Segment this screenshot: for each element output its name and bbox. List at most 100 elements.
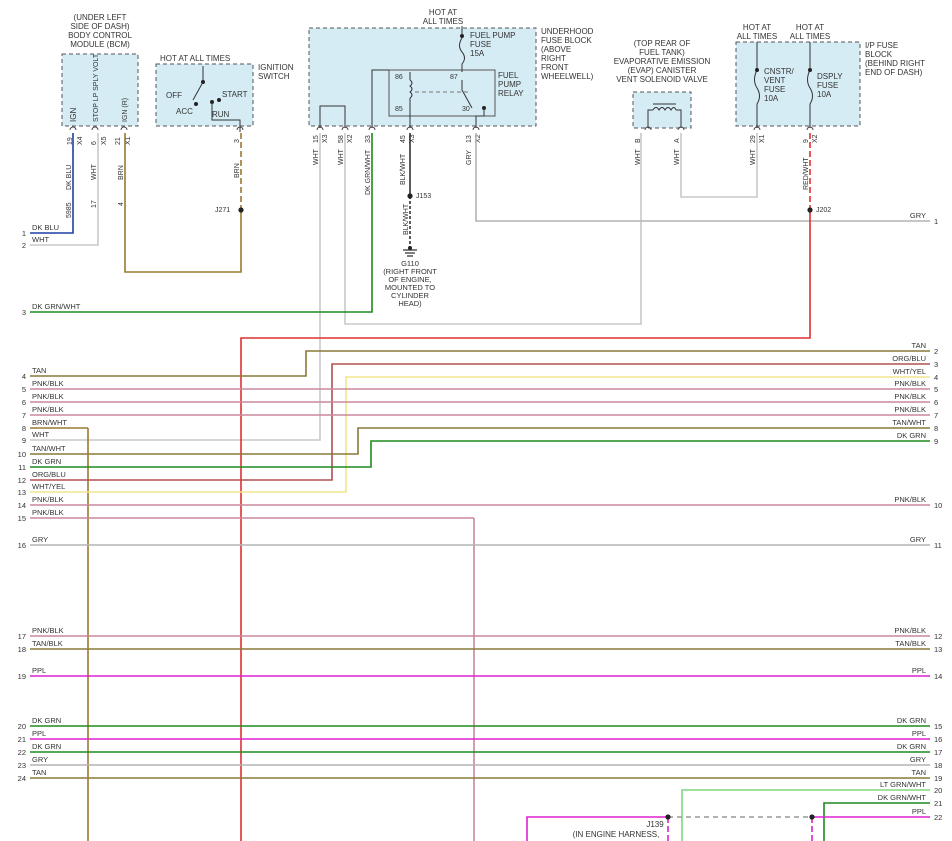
uh-label-line-4: RIGHT [541, 54, 566, 63]
right-harness-pin-7: 7 [934, 411, 938, 420]
ground-line-1: G110 [401, 259, 419, 268]
ground-line-3: OF ENGINE, [388, 275, 431, 284]
uh-relay-line-1: FUEL [498, 71, 519, 80]
wire-wht-uh15 [30, 133, 321, 441]
bcm-label-line-3: BODY CONTROL [68, 31, 132, 40]
ground-wire-color: BLK/WHT [403, 203, 410, 235]
uh-label-line-2: FUSE BLOCK [541, 36, 592, 45]
left-harness-pin-24: 24 [18, 774, 26, 783]
bcm-label-line-4: MODULE (BCM) [70, 40, 130, 49]
route-tan-4-2 [30, 350, 930, 377]
right-harness-pin-8: 8 [934, 424, 938, 433]
left-harness-label-5: PNK/BLK [32, 379, 64, 388]
bcm-pin-conn-1: X4 [77, 136, 84, 145]
evap-pin-color-a: WHT [674, 148, 681, 165]
left-harness-pin-16: 16 [18, 541, 26, 550]
evap-pin-num-a: A [674, 138, 681, 143]
route-whtyel-13-4 [30, 376, 930, 493]
ip-pin-conn-1: X1 [759, 134, 766, 143]
ip-label-line-3: (BEHIND RIGHT [865, 59, 925, 68]
wire-dkgrnwht-drop [823, 802, 930, 841]
splice-j139-line-1: J139 [646, 820, 664, 829]
bcm-label-line-1: (UNDER LEFT [74, 13, 127, 22]
ip-label-line-1: I/P FUSE [865, 41, 898, 50]
right-harness-label-1: GRY [910, 211, 926, 220]
right-harness-label-19: TAN [912, 768, 926, 777]
right-harness-label-20: LT GRN/WHT [880, 780, 926, 789]
wire-gry-uh13 [475, 133, 930, 222]
route-dkgrn-11-9 [30, 440, 930, 468]
ignition-pos-off: OFF [166, 91, 182, 100]
left-harness-label-16: GRY [32, 535, 48, 544]
uh-pin-color-1: WHT [313, 148, 320, 165]
left-harness-label-15: PNK/BLK [32, 508, 64, 517]
uh-relay-pin-30: 30 [462, 106, 470, 113]
right-harness-pin-2: 2 [934, 347, 938, 356]
right-harness-pin-13: 13 [934, 645, 942, 654]
right-harness-pin-17: 17 [934, 748, 942, 757]
ip-pin-num-1: 29 [750, 135, 757, 143]
uh-relay-line-2: PUMP [498, 80, 521, 89]
right-harness-label-5: PNK/BLK [894, 379, 926, 388]
bcm-wire-color-1: DK BLU [66, 165, 73, 190]
right-harness-label-21: DK GRN/WHT [878, 793, 927, 802]
harness-connectors [30, 350, 930, 779]
splices: J271 J153 J202 J139 (IN ENGINE HARNESS, [215, 193, 831, 839]
ip-hot1-line-1: HOT AT [743, 23, 771, 32]
bcm-pin-name-ignr: IGN (R) [122, 98, 129, 122]
wire-wht-bcm [30, 133, 99, 246]
bcm-label-line-2: SIDE OF DASH) [70, 22, 129, 31]
ground-dot [408, 246, 412, 250]
uh-pin-num-4: 45 [400, 135, 407, 143]
evap-label-line-5: VENT SOLENOID VALVE [616, 75, 708, 84]
wire-wht-evap-a [680, 133, 758, 198]
uh-relay-pin-85: 85 [395, 106, 403, 113]
uh-hot-line-1: HOT AT [429, 8, 457, 17]
right-harness-label-10: PNK/BLK [894, 495, 926, 504]
right-harness-label-18: GRY [910, 755, 926, 764]
splice-j202-label: J202 [816, 207, 831, 214]
uh-label-line-5: FRONT [541, 63, 569, 72]
wire-ppl-drop [526, 816, 668, 841]
uh-pin-conn-5: X2 [475, 134, 482, 143]
splice-j271-dot [238, 207, 244, 213]
right-harness-pin-1: 1 [934, 217, 938, 226]
right-harness-label-16: PPL [912, 729, 926, 738]
right-harness-label-2: TAN [912, 341, 926, 350]
left-harness-label-13: WHT/YEL [32, 482, 65, 491]
right-harness-label-14: PPL [912, 666, 926, 675]
left-harness-label-3: DK GRN/WHT [32, 302, 81, 311]
ip-hot2-line-2: ALL TIMES [790, 32, 830, 41]
splice-j153-label: J153 [416, 193, 431, 200]
right-harness-pin-9: 9 [934, 437, 938, 446]
ip-pin-conn-2: X2 [812, 134, 819, 143]
ip-hot1-line-2: ALL TIMES [737, 32, 777, 41]
wire-red-main [240, 210, 811, 841]
ground-g110: G110 (RIGHT FRONT OF ENGINE, MOUNTED TO … [383, 246, 437, 308]
ip-pin-color-1: WHT [750, 148, 757, 165]
vertical-wires [30, 133, 930, 841]
right-harness-pin-12: 12 [934, 632, 942, 641]
bcm-module: (UNDER LEFT SIDE OF DASH) BODY CONTROL M… [61, 13, 139, 145]
left-harness-pin-15: 15 [18, 514, 26, 523]
left-harness-label-10: TAN/WHT [32, 444, 66, 453]
left-harness-label-23: GRY [32, 755, 48, 764]
route-tanwht-10-8 [30, 427, 930, 455]
uh-pin-num-1: 15 [313, 135, 320, 143]
ground-line-2: (RIGHT FRONT [383, 267, 437, 276]
ip-label-line-2: BLOCK [865, 50, 893, 59]
ip-fuse2-line-1: DSPLY [817, 72, 843, 81]
uh-hot-line-2: ALL TIMES [423, 17, 463, 26]
left-harness-label-21: PPL [32, 729, 46, 738]
uh-fuse-line-2: FUSE [470, 40, 491, 49]
right-harness-pin-3: 3 [934, 360, 938, 369]
right-harness-pin-18: 18 [934, 761, 942, 770]
ip-fuse1-line-3: FUSE [764, 85, 785, 94]
ip-hot2-line-1: HOT AT [796, 23, 824, 32]
evap-label-line-1: (TOP REAR OF [634, 39, 691, 48]
bcm-pin-name-stop: STOP LP SPLY VOLT [93, 53, 100, 122]
uh-pin-num-5: 13 [466, 135, 473, 143]
right-harness-label-11: GRY [910, 535, 926, 544]
left-harness-label-9: WHT [32, 430, 49, 439]
